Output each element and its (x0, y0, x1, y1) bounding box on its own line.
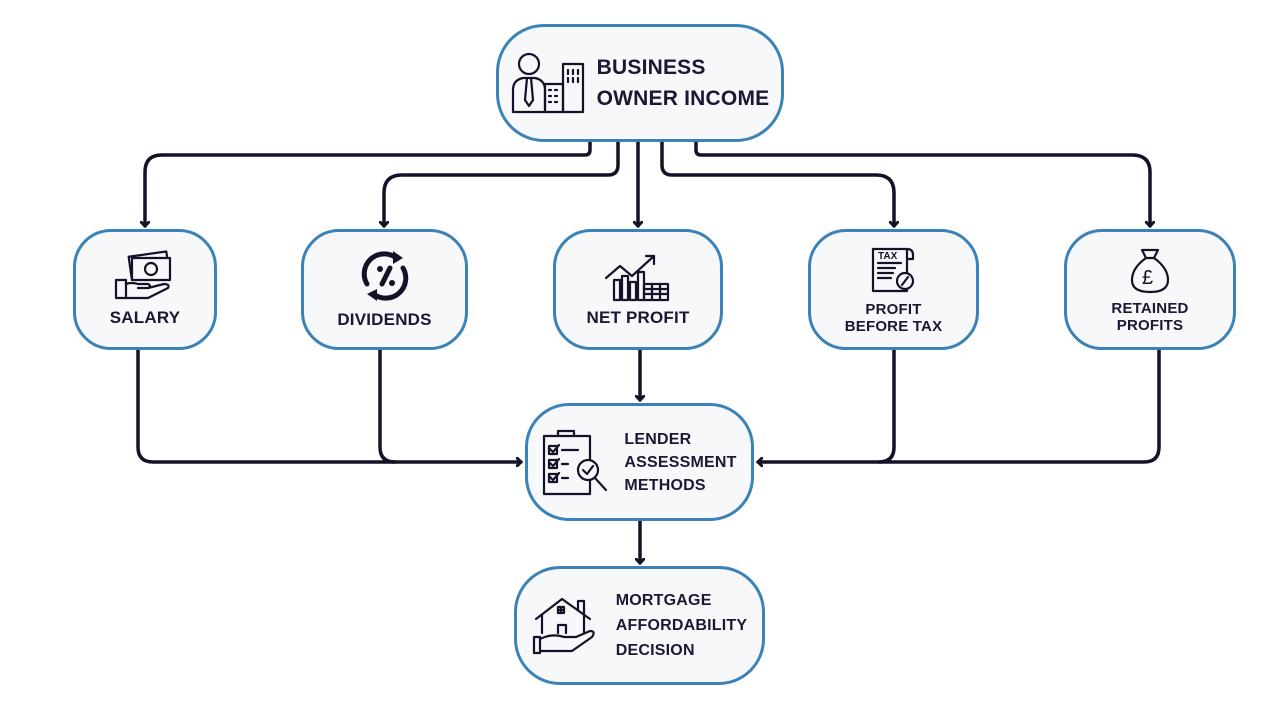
label-line: DECISION (615, 642, 695, 659)
edge-profit-before-tax-to-lender (877, 348, 896, 464)
node-label: DIVIDENDS (337, 310, 432, 330)
edge-owner-to-salary (145, 140, 592, 228)
label-line: BUSINESS (596, 56, 706, 79)
edge-owner-to-profit-before-tax (660, 140, 894, 228)
edge-owner-to-dividends (384, 140, 620, 228)
node-salary: SALARY (73, 229, 217, 350)
node-retained-profits: £ RETAINED PROFITS (1064, 229, 1236, 350)
pound-bag-icon: £ (1130, 248, 1170, 293)
svg-text:£: £ (1142, 267, 1153, 289)
node-label: NET PROFIT (586, 308, 690, 328)
node-mortgage-affordability-decision: MORTGAGE AFFORDABILITY DECISION (514, 566, 765, 685)
node-label: BUSINESS OWNER INCOME (597, 52, 770, 114)
edge-retained-to-lender (756, 348, 1161, 462)
label-line: OWNER INCOME (596, 87, 770, 110)
node-label: MORTGAGE AFFORDABILITY DECISION (616, 588, 747, 663)
svg-text:TAX: TAX (878, 251, 898, 262)
node-label: LENDER ASSESSMENT METHODS (624, 428, 736, 497)
label-line: ASSESSMENT (624, 453, 737, 471)
edge-owner-to-retained-profits (694, 140, 1150, 228)
business-owner-icon (511, 52, 584, 114)
house-hand-icon (532, 597, 595, 654)
edge-salary-to-lender (136, 348, 523, 462)
label-line: RETAINED (1111, 299, 1189, 317)
node-label: PROFIT BEFORE TAX (845, 301, 943, 335)
label-line: LENDER (624, 430, 692, 448)
label-line: METHODS (624, 476, 706, 494)
label-line: PROFIT (865, 300, 922, 318)
node-label: RETAINED PROFITS (1111, 300, 1188, 334)
edge-dividends-to-lender (378, 348, 397, 464)
label-line: BEFORE TAX (844, 317, 943, 335)
label-line: PROFITS (1116, 316, 1184, 334)
checklist-magnifier-icon (543, 429, 608, 496)
percent-cycle-icon (361, 251, 408, 302)
node-net-profit: NET PROFIT (553, 229, 723, 350)
tax-document-icon: TAX (871, 247, 914, 292)
node-label: SALARY (109, 308, 181, 328)
growth-chart-icon (604, 255, 670, 302)
node-lender-assessment-methods: LENDER ASSESSMENT METHODS (525, 403, 754, 521)
label-line: MORTGAGE (615, 592, 712, 609)
node-business-owner-income: BUSINESS OWNER INCOME (496, 24, 784, 142)
label-line: AFFORDABILITY (615, 617, 748, 634)
node-profit-before-tax: TAX PROFIT BEFORE TAX (808, 229, 979, 350)
cash-hand-icon (114, 250, 172, 300)
node-dividends: DIVIDENDS (301, 229, 468, 350)
